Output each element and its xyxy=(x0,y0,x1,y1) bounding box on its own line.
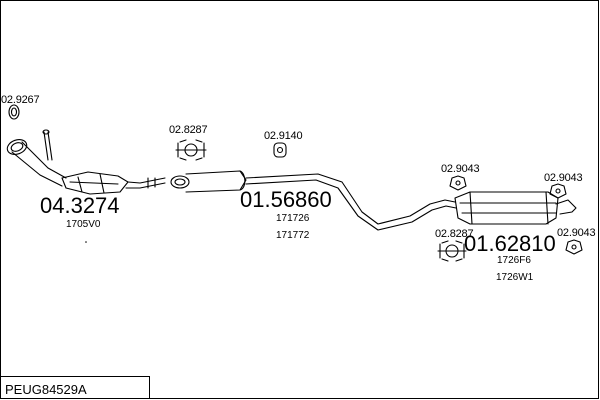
part-number-label: 02.9267 xyxy=(1,94,40,106)
part-number-label: 02.9043 xyxy=(557,227,596,239)
clamp-drawing xyxy=(175,139,207,161)
diagram-code: PEUG84529A xyxy=(0,376,150,399)
part-number-label: 01.56860 xyxy=(240,187,332,212)
reference-label: 171772 xyxy=(276,230,310,241)
part-number-label: 02.8287 xyxy=(435,228,474,240)
part-number-label: 02.9140 xyxy=(264,130,303,142)
reference-label: 1705V0 xyxy=(66,219,101,230)
rubber-mount-drawing xyxy=(549,183,567,199)
rear-silencer-drawing xyxy=(454,191,577,225)
rubber-mount-drawing xyxy=(449,175,467,191)
rubber-mount-drawing xyxy=(565,239,583,255)
rubber-mount-drawing xyxy=(273,142,287,158)
reference-label: 171726 xyxy=(276,213,310,224)
catalytic-converter-drawing xyxy=(6,129,166,195)
reference-label: 1726W1 xyxy=(496,272,534,283)
part-number-label: 02.9043 xyxy=(544,172,583,184)
part-number-label: 04.3274 xyxy=(40,193,120,218)
clamp-drawing xyxy=(437,240,467,262)
gasket-drawing xyxy=(8,104,20,120)
part-number-label: 02.8287 xyxy=(169,124,208,136)
part-number-label: 02.9043 xyxy=(441,163,480,175)
dot-mark xyxy=(85,241,87,243)
middle-silencer-drawing xyxy=(170,170,457,231)
reference-label: 1726F6 xyxy=(497,255,531,266)
part-number-label: 01.62810 xyxy=(464,231,556,256)
